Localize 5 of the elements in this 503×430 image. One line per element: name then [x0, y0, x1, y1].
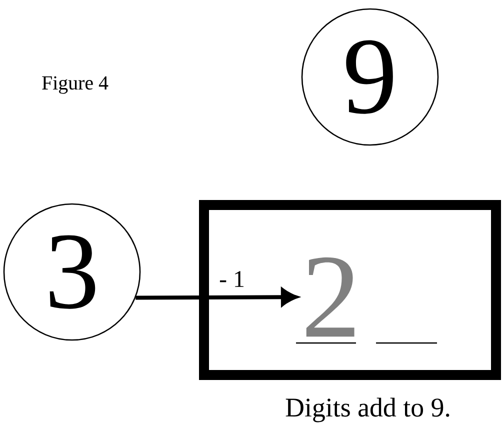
- figure-title: Figure 4: [42, 76, 108, 94]
- digit-text: 2: [306, 257, 354, 337]
- edge-label: - 1: [220, 271, 244, 287]
- caption: Digits add to 9.: [286, 398, 450, 422]
- answer-box: [199, 200, 501, 380]
